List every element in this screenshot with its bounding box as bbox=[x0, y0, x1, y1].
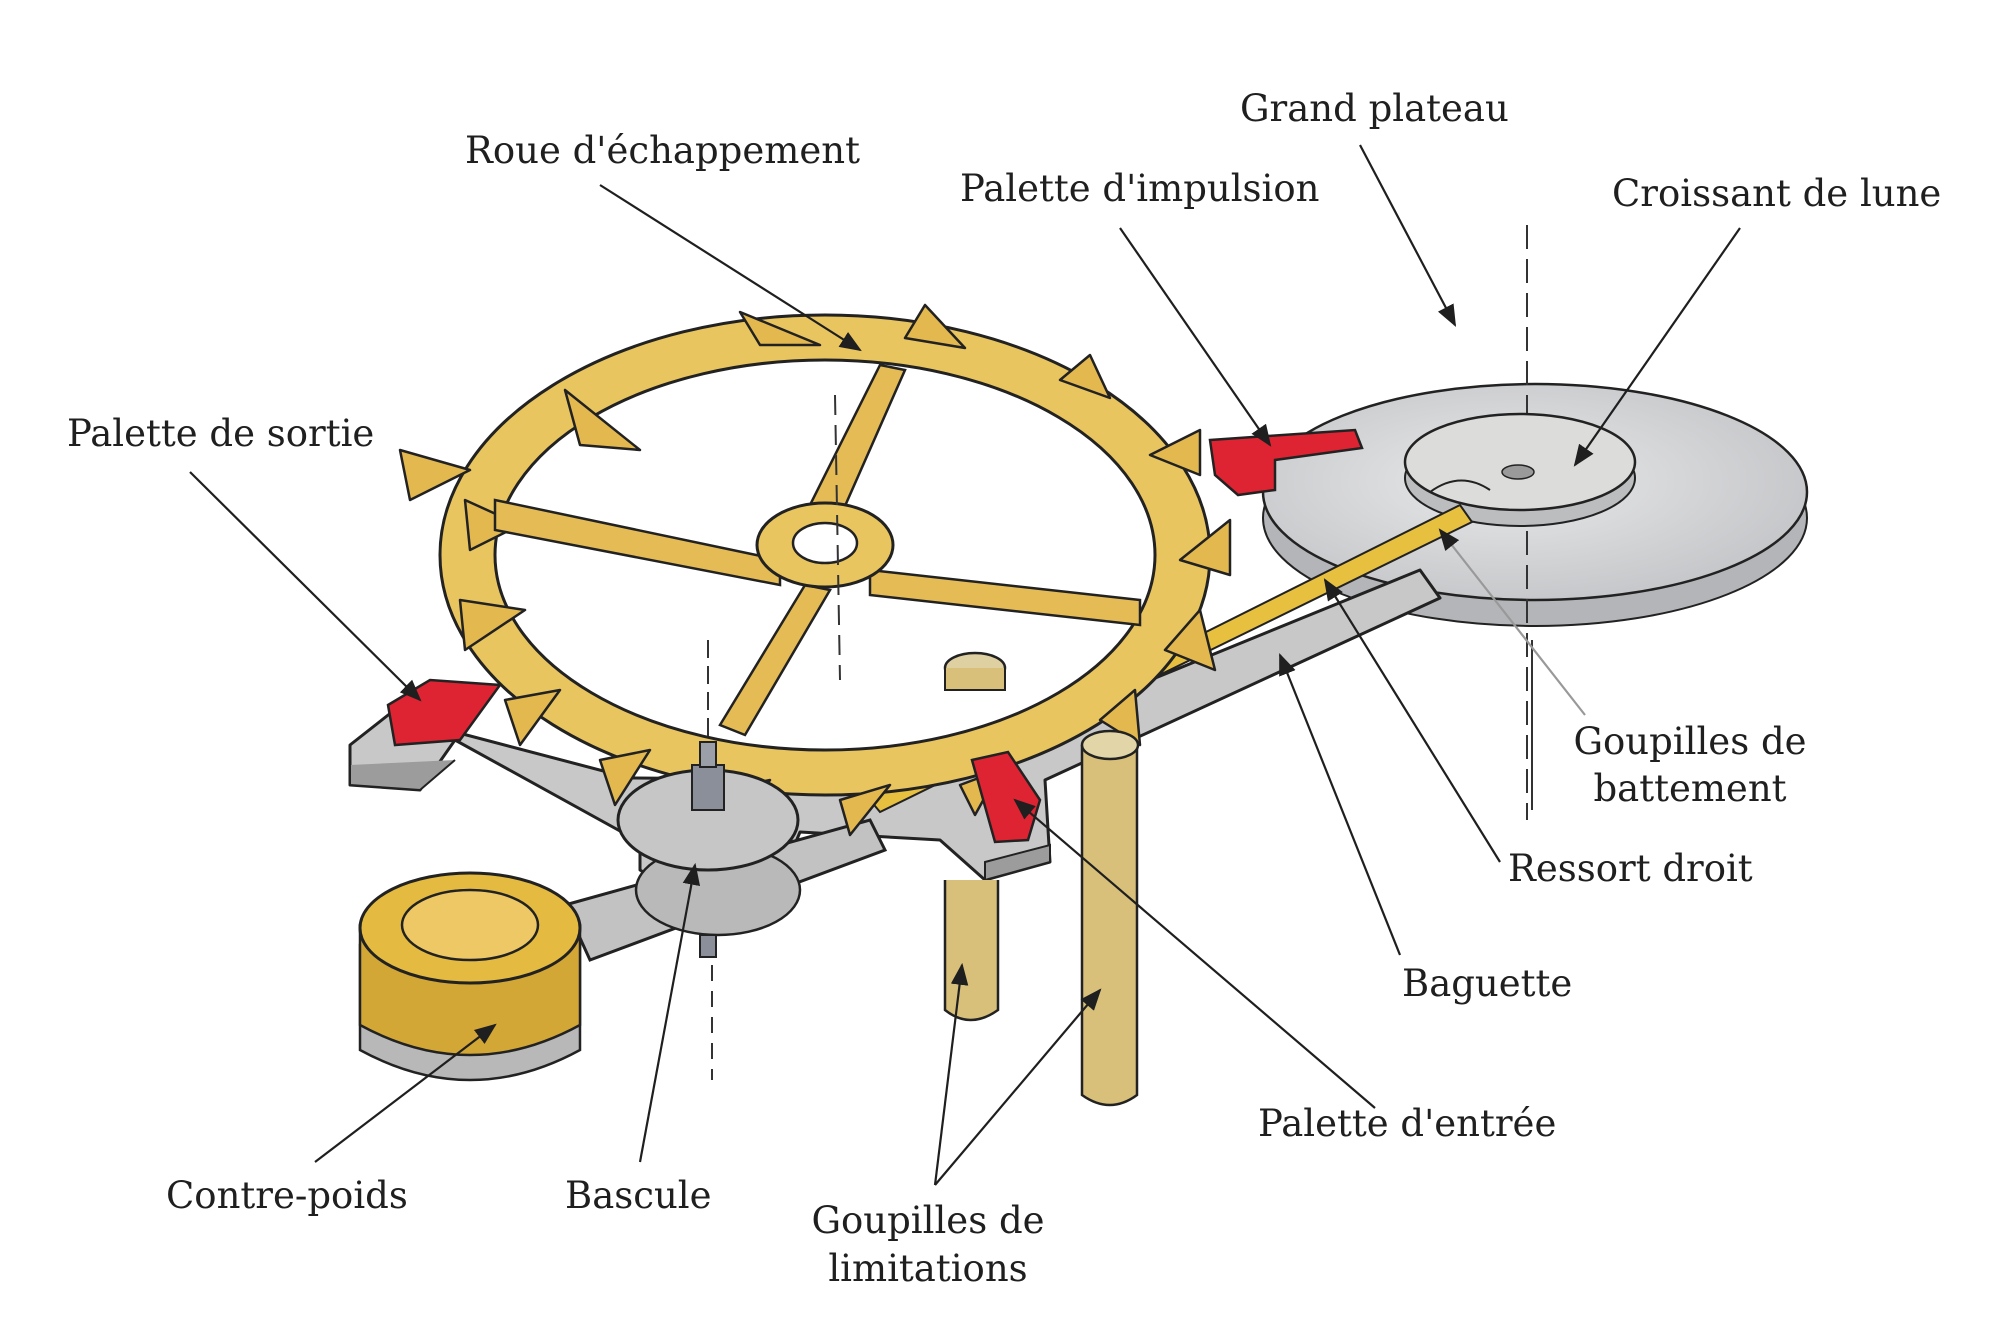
bascule-hub bbox=[616, 640, 802, 1080]
leader-goupilles-battement bbox=[1438, 528, 1586, 716]
leader-roue bbox=[599, 184, 862, 352]
leader-goupilles-limitations-b bbox=[934, 988, 1102, 1186]
label-bascule: Bascule bbox=[565, 1174, 712, 1217]
leader-lines bbox=[189, 144, 1741, 1186]
leader-bascule bbox=[638, 862, 701, 1163]
leader-palette-sortie bbox=[189, 471, 422, 702]
leader-grand-plateau bbox=[1359, 144, 1457, 327]
contre-poids bbox=[358, 871, 582, 1082]
leader-contre-poids bbox=[314, 1023, 497, 1163]
leader-croissant bbox=[1573, 227, 1741, 467]
label-goupilles-limitations-line1: Goupilles de bbox=[811, 1199, 1045, 1242]
leader-baguette bbox=[1278, 652, 1402, 956]
label-roue-echappement: Roue d'échappement bbox=[465, 129, 860, 172]
label-croissant-de-lune: Croissant de lune bbox=[1612, 172, 1942, 215]
label-ressort-droit: Ressort droit bbox=[1508, 847, 1753, 890]
leader-goupilles-limitations-a bbox=[933, 962, 969, 1186]
palette-impulsion bbox=[1208, 428, 1364, 497]
label-palette-entree: Palette d'entrée bbox=[1258, 1102, 1557, 1145]
croissant-de-lune bbox=[1403, 412, 1637, 527]
roue-echappement bbox=[398, 303, 1232, 837]
label-palette-sortie: Palette de sortie bbox=[67, 412, 375, 455]
label-palette-impulsion: Palette d'impulsion bbox=[960, 167, 1320, 210]
label-grand-plateau: Grand plateau bbox=[1240, 87, 1509, 130]
leader-ressort bbox=[1323, 578, 1501, 863]
label-goupilles-battement-line2: battement bbox=[1593, 767, 1787, 810]
label-goupilles-battement-line1: Goupilles de bbox=[1573, 720, 1807, 763]
leader-palette-entree bbox=[1013, 798, 1376, 1109]
goupilles-limitations bbox=[943, 651, 1140, 1107]
label-baguette: Baguette bbox=[1402, 962, 1573, 1005]
leader-palette-impulsion bbox=[1119, 227, 1272, 447]
label-goupilles-limitations-line2: limitations bbox=[828, 1247, 1028, 1290]
label-contre-poids: Contre-poids bbox=[166, 1174, 408, 1217]
palette-sortie bbox=[386, 678, 503, 747]
